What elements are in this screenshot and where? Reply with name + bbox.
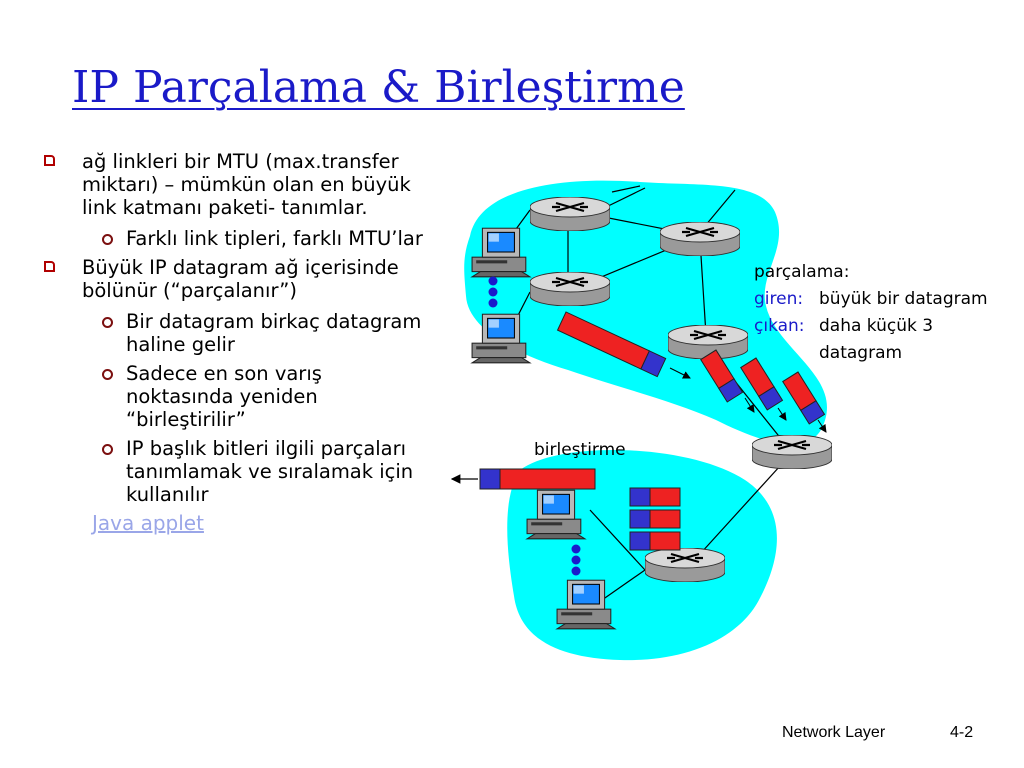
- sub-bullet-text: IP başlık bitleri ilgili parçaları tanım…: [126, 437, 414, 506]
- fragmentation-label: parçalama:: [754, 262, 850, 282]
- sub-bullet-text: Farklı link tipleri, farklı MTU’lar: [126, 227, 423, 250]
- fragment-datagram: [740, 357, 784, 411]
- router-icon: [752, 435, 832, 469]
- output-value: daha küçük 3: [819, 316, 934, 336]
- large-datagram: [556, 311, 667, 378]
- circle-bullet-icon: [102, 444, 113, 455]
- java-applet-link[interactable]: Java applet: [92, 511, 204, 535]
- sub-bullet-item: Bir datagram birkaç datagram haline geli…: [40, 310, 430, 356]
- router-icon: [530, 272, 610, 306]
- fragment-datagram: [700, 349, 744, 403]
- footer-page-number: 4-2: [950, 724, 974, 741]
- output-value-line2: datagram: [819, 343, 903, 363]
- router-icon: [660, 222, 740, 256]
- reassembled-datagram: [479, 468, 596, 490]
- sub-bullet-item: IP başlık bitleri ilgili parçaları tanım…: [40, 437, 430, 506]
- received-fragments: [629, 487, 681, 551]
- sub-bullet-item: Farklı link tipleri, farklı MTU’lar: [40, 227, 430, 250]
- router-icon: [645, 548, 725, 582]
- output-key: çıkan:: [754, 316, 805, 336]
- circle-bullet-icon: [102, 234, 113, 245]
- bullet-item: ağ linkleri bir MTU (max.transfer miktar…: [40, 150, 430, 219]
- router-icon: [530, 197, 610, 231]
- sub-bullet-text: Sadece en son varış noktasında yeniden “…: [126, 362, 322, 431]
- sub-bullet-item: Sadece en son varış noktasında yeniden “…: [40, 362, 430, 431]
- fragment-datagram: [782, 371, 826, 425]
- page-title: IP Parçalama & Birleştirme: [72, 62, 685, 113]
- bullet-item: Büyük IP datagram ağ içerisinde bölünür …: [40, 256, 430, 302]
- circle-bullet-icon: [102, 317, 113, 328]
- bullet-list: ağ linkleri bir MTU (max.transfer miktar…: [40, 150, 430, 535]
- input-key: giren:: [754, 289, 804, 309]
- more-hosts-dots: [488, 276, 581, 576]
- circle-bullet-icon: [102, 369, 113, 380]
- sub-bullet-text: Bir datagram birkaç datagram haline geli…: [126, 310, 422, 356]
- bullet-text: Büyük IP datagram ağ içerisinde bölünür …: [82, 256, 399, 302]
- router-icon: [668, 325, 748, 359]
- square-bullet-icon: [44, 155, 55, 166]
- input-value: büyük bir datagram: [819, 289, 988, 309]
- square-bullet-icon: [44, 261, 55, 272]
- bullet-text: ağ linkleri bir MTU (max.transfer miktar…: [82, 150, 411, 219]
- reassembly-label: birleştirme: [534, 440, 626, 460]
- footer-section: Network Layer: [782, 724, 886, 741]
